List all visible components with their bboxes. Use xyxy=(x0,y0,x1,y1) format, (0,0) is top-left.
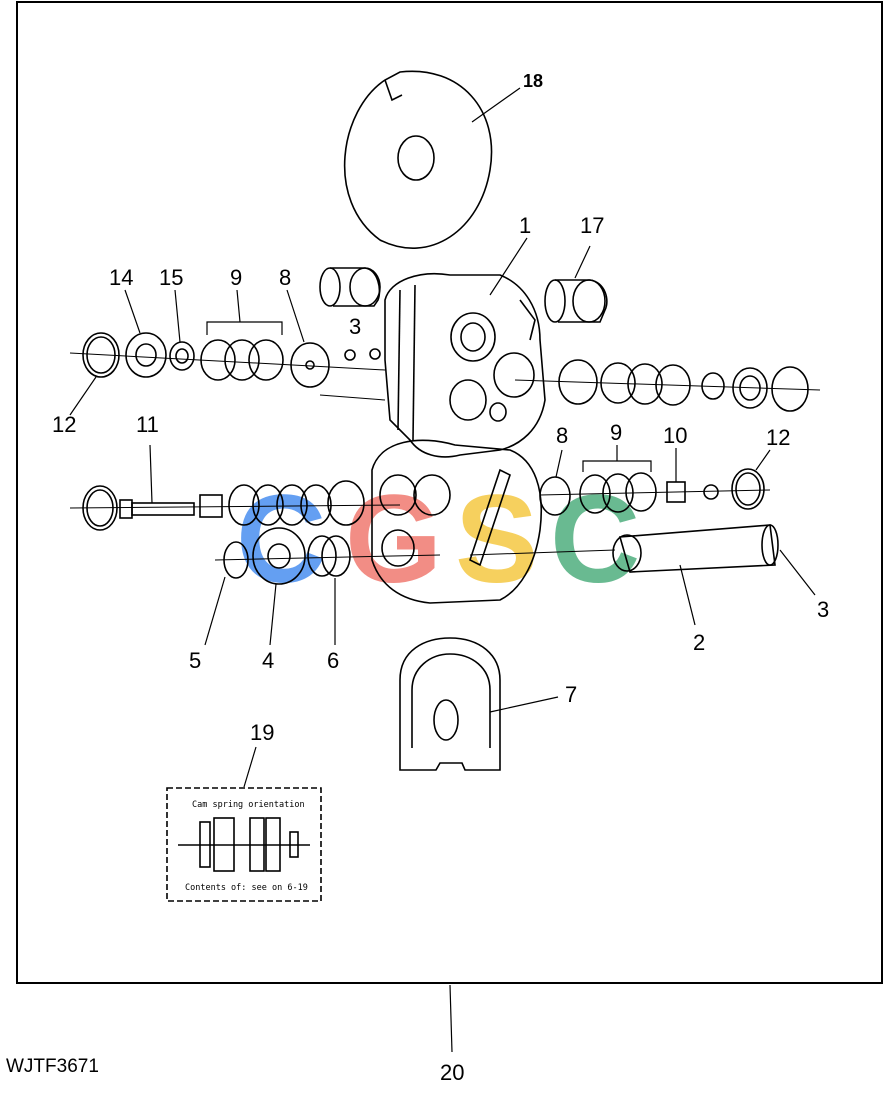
part-11-bolt xyxy=(119,444,195,519)
part-9-spring-washers-upper xyxy=(200,289,284,381)
decal-title: Cam spring orientation xyxy=(192,800,305,810)
part-17-bushing-upper xyxy=(319,267,381,307)
callout-12-left: 12 xyxy=(52,412,76,437)
part-18-cam-disc xyxy=(343,70,521,249)
callout-3-upper: 3 xyxy=(349,314,361,339)
callout-8-lower: 8 xyxy=(556,423,568,448)
callout-7: 7 xyxy=(565,682,577,707)
callout-9-lower: 9 xyxy=(610,420,622,445)
callout-10: 10 xyxy=(663,423,687,448)
part-15-nut xyxy=(169,289,195,371)
part-3-nuts-upper xyxy=(344,348,381,361)
figure-id: WJTF3671 xyxy=(6,1056,99,1077)
callout-18: 18 xyxy=(523,71,543,91)
watermark-letter-1: C xyxy=(236,470,326,609)
watermark-letter-3: S xyxy=(455,470,538,609)
part-14-washer xyxy=(124,289,167,378)
callout-19: 19 xyxy=(250,720,274,745)
part-12-snap-ring-lower-right xyxy=(731,449,771,510)
callout-4: 4 xyxy=(262,648,274,673)
part-17-bushing-right xyxy=(544,245,608,323)
part-7-bracket xyxy=(399,637,559,771)
part-6-seal xyxy=(307,535,351,645)
callout-12-right: 12 xyxy=(766,425,790,450)
part-19-decal xyxy=(166,746,322,902)
callout-6: 6 xyxy=(327,648,339,673)
callout-5: 5 xyxy=(189,648,201,673)
part-20-leader xyxy=(449,984,453,1053)
part-8-washer-upper xyxy=(286,289,330,388)
diagram-frame xyxy=(16,1,883,984)
part-12-snap-ring-upper-left xyxy=(69,332,120,416)
callout-3-right: 3 xyxy=(817,597,829,622)
part-2-shaft xyxy=(469,524,816,626)
part-5-bearing xyxy=(204,541,249,646)
part-1-housing xyxy=(371,237,546,604)
callout-14: 14 xyxy=(109,265,133,290)
part-stack-upper-right xyxy=(558,359,809,412)
part-12-snap-ring-lower-left xyxy=(82,485,118,531)
callout-9-upper: 9 xyxy=(230,265,242,290)
callout-15: 15 xyxy=(159,265,183,290)
watermark-letter-2: G xyxy=(345,470,442,609)
part-4-roller xyxy=(252,527,306,646)
callout-1: 1 xyxy=(519,213,531,238)
part-8-washer-lower xyxy=(539,449,571,516)
callout-17: 17 xyxy=(580,213,604,238)
callout-8-upper: 8 xyxy=(279,265,291,290)
part-9-spring-washers-lower xyxy=(579,445,657,514)
callout-11: 11 xyxy=(136,412,159,437)
decal-footer: Contents of: see on 6-19 xyxy=(185,883,308,893)
callout-20: 20 xyxy=(440,1060,464,1085)
part-stack-lower-left xyxy=(199,480,365,526)
part-10-nut xyxy=(666,448,719,503)
callout-2: 2 xyxy=(693,630,705,655)
